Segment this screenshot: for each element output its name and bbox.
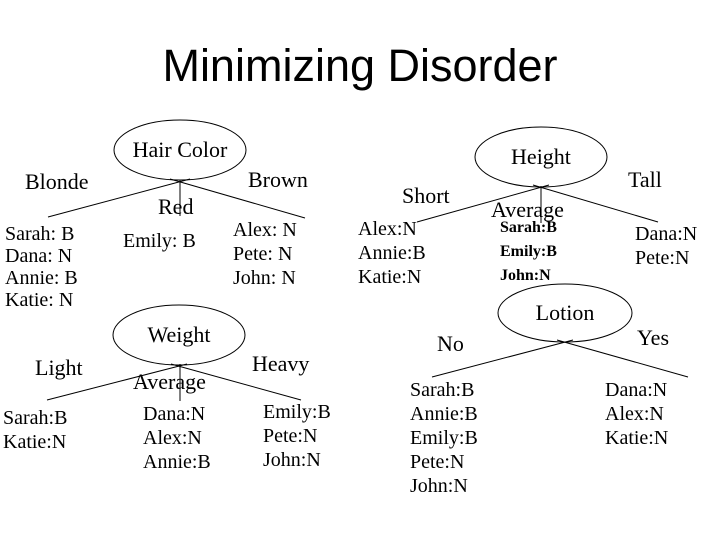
branch-label-heavy: Heavy (252, 351, 310, 376)
leaf-list-no: Sarah:B Annie:B Emily:B Pete:N John:N (410, 379, 478, 497)
hair-color-branch-line-blonde (47, 178, 191, 218)
tree-node-lotion: Lotion (535, 300, 595, 325)
branch-label-no: No (437, 331, 464, 356)
weight-node-ellipse (112, 304, 246, 366)
leaf-list-height-average: Sarah:B Emily:B John:N (500, 219, 557, 284)
branch-label-height-average: Average (491, 197, 564, 222)
leaf-list-light: Sarah:B Katie:N (3, 407, 68, 453)
tree-node-hair-color: Hair Color (132, 137, 228, 162)
leaf-list-heavy: Emily:B Pete:N John:N (263, 401, 331, 471)
tree-node-height: Height (511, 144, 571, 169)
leaf-list-tall: Dana:N Pete:N (635, 223, 698, 269)
weight-branch-line-light (46, 363, 188, 401)
slide-title: Minimizing Disorder (162, 40, 558, 91)
leaf-list-yes: Dana:N Alex:N Katie:N (605, 379, 669, 449)
leaf-list-blonde: Sarah: B Dana: N Annie: B Katie: N (5, 223, 78, 311)
lotion-branch-line-yes (556, 339, 689, 378)
hair-color-branch-line-brown (169, 178, 306, 219)
weight-branch-line-heavy (170, 363, 302, 401)
branch-label-short: Short (402, 183, 450, 208)
height-branch-line-tall (532, 184, 659, 223)
branch-label-brown: Brown (248, 167, 308, 192)
branch-label-red: Red (158, 194, 194, 219)
height-branch-line-short (416, 184, 550, 223)
leaf-list-weight-average: Dana:N Alex:N Annie:B (143, 403, 211, 473)
branch-label-blonde: Blonde (25, 169, 89, 194)
lotion-branch-line-no (431, 339, 574, 378)
leaf-list-red: Emily: B (123, 230, 196, 252)
branch-label-yes: Yes (637, 325, 670, 350)
branch-label-light: Light (35, 355, 83, 380)
branch-label-weight-average: Average (133, 369, 206, 394)
tree-node-weight: Weight (147, 322, 211, 347)
leaf-list-brown: Alex: N Pete: N John: N (233, 219, 297, 289)
branch-label-tall: Tall (628, 167, 662, 192)
leaf-list-short: Alex:N Annie:B Katie:N (358, 218, 426, 288)
